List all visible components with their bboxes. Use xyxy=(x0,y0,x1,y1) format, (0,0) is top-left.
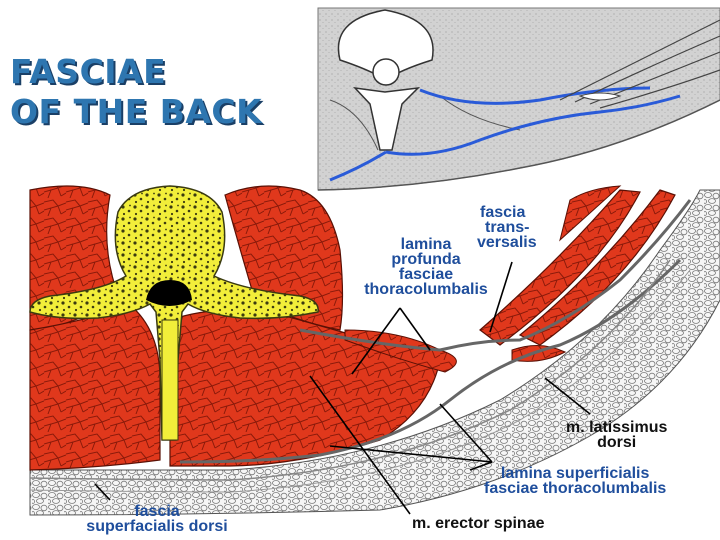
title-line-2: OF THE BACK xyxy=(10,92,310,132)
label-lamina-profunda: lamina profunda fasciae thoracolumbalis xyxy=(346,237,506,297)
inset-spinal-canal xyxy=(373,59,399,85)
label-erector-spinae: m. erector spinae xyxy=(412,516,545,531)
title-line-1: FASCIAE xyxy=(10,52,310,92)
page-title: FASCIAE OF THE BACK xyxy=(10,52,310,132)
spinous-process xyxy=(162,320,178,440)
muscle-lower-left xyxy=(30,305,160,470)
label-lamina-superficialis: lamina superficialis fasciae thoracolumb… xyxy=(484,466,666,496)
label-fascia-superficialis: fascia superfacialis dorsi xyxy=(62,504,252,534)
label-latissimus-dorsi: m. latissimus dorsi xyxy=(566,420,667,450)
inset-cross-section xyxy=(318,8,720,190)
